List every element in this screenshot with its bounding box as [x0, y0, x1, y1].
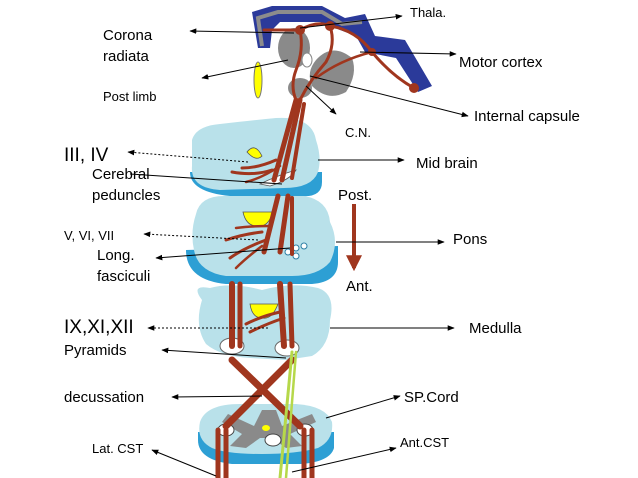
label-thala: Thala.: [410, 5, 447, 20]
motor-cortex-pointer: [359, 51, 457, 57]
sp-cord-pointer: [325, 395, 401, 419]
label-medulla: Medulla: [469, 320, 522, 337]
lat-cst-pointer: [151, 449, 217, 477]
label-motor-cortex: Motor cortex: [459, 54, 543, 71]
label-pyramids: Pyramids: [64, 342, 127, 359]
ant-cst-pointer: [291, 446, 397, 473]
cerebral-peduncles-pointer: [129, 173, 283, 185]
medulla-block: [197, 285, 332, 360]
label-post: Post.: [338, 187, 373, 204]
label-cerebral: Cerebral: [92, 166, 150, 183]
label-corona: Corona: [103, 27, 153, 44]
label-decussation: decussation: [64, 389, 145, 406]
decussation-pointer: [171, 394, 263, 400]
post-limb-capsule: [253, 61, 263, 99]
label-ix-xi-xii: IX,XI,XII: [64, 317, 134, 338]
label-post-limb: Post limb: [103, 89, 157, 104]
label-ant-cst: Ant.CST: [400, 435, 450, 450]
label-pointers: [127, 13, 469, 477]
midbrain-block: [190, 117, 322, 197]
label-lat-cst: Lat. CST: [92, 441, 144, 456]
label-long: Long.: [97, 247, 135, 264]
label-fasciculi: fasciculi: [97, 268, 151, 285]
thala-pointer: [299, 13, 403, 29]
cn-pointer: [305, 85, 337, 115]
v-vi-vii-pointer: [143, 231, 259, 241]
label-pons: Pons: [453, 231, 488, 248]
label-peduncles: peduncles: [92, 187, 161, 204]
iii-iv-pointer: [127, 149, 249, 163]
label-iii-iv: III, IV: [64, 145, 109, 166]
motor-tracts: [215, 22, 416, 478]
label-sp-cord: SP.Cord: [404, 389, 459, 406]
anterior-cst-fibers: [278, 350, 298, 478]
label-mid-brain: Mid brain: [416, 155, 478, 172]
label-v-vi-vii: V, VI, VII: [64, 228, 115, 243]
internal-capsule-pointer: [309, 75, 469, 118]
post-limb-pointer: [201, 59, 289, 80]
long-fasciculi-pointer: [155, 247, 291, 261]
corona-pointer: [189, 28, 295, 34]
pons-block: [186, 196, 338, 284]
label-radiata: radiata: [103, 48, 149, 65]
label-internal-capsule: Internal capsule: [474, 108, 580, 125]
label-ant: Ant.: [346, 278, 373, 295]
pyramids-pointer: [161, 347, 287, 359]
label-cn: C.N.: [345, 125, 371, 140]
